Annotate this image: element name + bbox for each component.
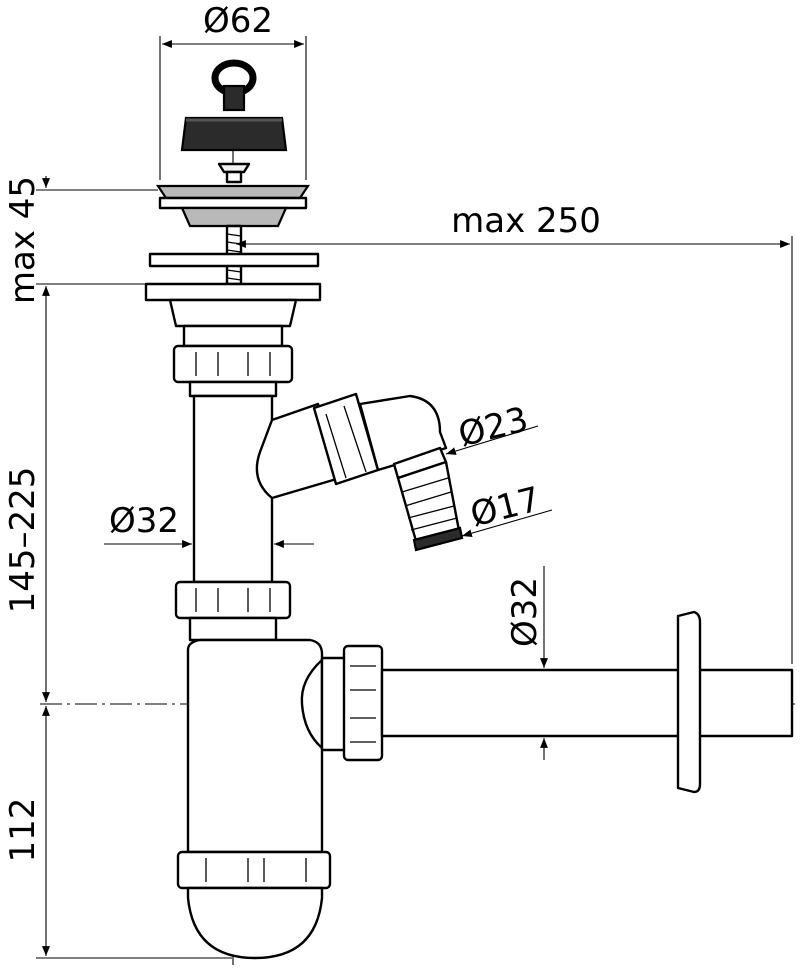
vertical-pipe — [192, 394, 274, 584]
plug-stopper — [180, 59, 288, 152]
top-diameter-label: Ø62 — [203, 1, 273, 41]
horizontal-outlet-pipe — [380, 610, 794, 794]
upper-union-nut — [172, 344, 294, 398]
dim-top-diameter: Ø62 — [159, 1, 307, 180]
strainer-grate — [144, 162, 322, 302]
bottom-height-label: 112 — [3, 798, 43, 863]
hose-nozzle — [396, 460, 464, 552]
lower-union-nut — [174, 580, 292, 642]
dim-height-range: 145–225 — [3, 286, 50, 702]
side-inlet-elbow — [255, 392, 448, 500]
horizontal-pipe-label: Ø32 — [505, 577, 545, 647]
dim-bottom-height: 112 — [3, 706, 232, 959]
bottom-cap-nut — [176, 850, 332, 890]
upper-body — [168, 298, 298, 348]
bottle-body — [186, 638, 324, 854]
max-height-label: max 45 — [3, 176, 43, 304]
vertical-pipe-label: Ø32 — [109, 501, 179, 541]
dim-vertical-pipe: Ø32 — [104, 501, 314, 548]
center-lines — [40, 150, 795, 965]
dim-inlet-small: Ø17 — [461, 479, 553, 538]
inlet-small-label: Ø17 — [467, 479, 545, 535]
height-range-label: 145–225 — [3, 467, 43, 614]
dim-max-height: max 45 — [3, 176, 158, 304]
dim-max-length: max 250 — [236, 201, 793, 664]
dim-horizontal-pipe: Ø32 — [505, 566, 548, 760]
dim-inlet-large: Ø23 — [445, 399, 539, 455]
outlet-union-nut — [320, 644, 384, 762]
inlet-large-label: Ø23 — [455, 399, 533, 455]
max-length-label: max 250 — [451, 201, 601, 241]
bottom-cap — [186, 886, 324, 960]
